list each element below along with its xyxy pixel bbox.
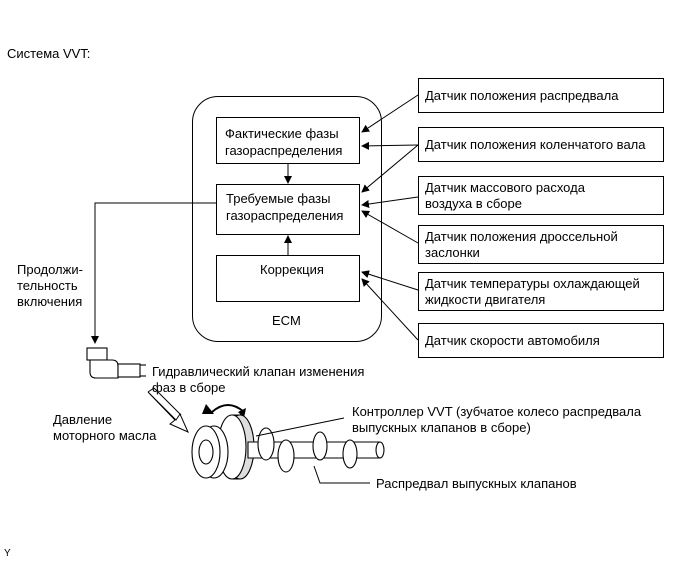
sensor-camshaft-position: Датчик положения распредвала (418, 78, 664, 113)
target-phases-line1: Требуемые фазы (226, 191, 331, 206)
oil-pressure-label-line2: моторного масла (53, 428, 157, 443)
link-crank-to-actual (361, 141, 419, 150)
link-crank-to-target (361, 144, 419, 193)
link-coolant-to-correction (361, 270, 419, 291)
sensor-label: Датчик положения коленчатого вала (425, 136, 646, 152)
valve-label-line1: Гидравлический клапан изменения (152, 364, 365, 379)
sensor-mass-air-flow: Датчик массового расхода воздуха в сборе (418, 176, 664, 215)
actual-phases-box: Фактические фазы газораспределения (216, 117, 360, 164)
correction-label: Коррекция (260, 262, 324, 277)
duty-label-line1: Продолжи- (17, 262, 83, 277)
duty-label-line2: тельность (17, 278, 78, 293)
oil-pressure-arrow-icon (147, 387, 189, 433)
sensor-label: Датчик скорости автомобиля (425, 332, 600, 348)
sensor-label: Датчик температуры охлаждающей (425, 275, 640, 291)
link-camshaft-to-actual (361, 94, 419, 133)
link-throttle-to-target (361, 210, 419, 244)
leader-controller (255, 417, 345, 437)
ecm-label: ECM (272, 313, 301, 328)
corner-mark: Y (4, 548, 11, 559)
camshaft-icon (247, 427, 385, 473)
leader-camshaft (313, 465, 370, 484)
sensor-label: Датчик положения дроссельной (425, 228, 618, 244)
oil-control-valve-icon (86, 347, 146, 379)
actual-phases-line1: Фактические фазы (225, 126, 339, 141)
rotation-arrow-icon (211, 404, 246, 417)
correction-box: Коррекция (216, 255, 360, 302)
ecm-block (192, 96, 382, 342)
sensor-coolant-temperature: Датчик температуры охлаждающей жидкости … (418, 272, 664, 311)
sensor-crankshaft-position: Датчик положения коленчатого вала (418, 127, 664, 162)
actual-phases-line2: газораспределения (225, 143, 343, 158)
valve-label-line2: фаз в сборе (152, 380, 226, 395)
sensor-label: Датчик положения распредвала (425, 87, 619, 103)
target-phases-box: Требуемые фазы газораспределения (216, 184, 360, 235)
sensor-label: жидкости двигателя (425, 291, 546, 307)
sensor-label: заслонки (425, 244, 480, 260)
vvt-controller-icon (191, 414, 255, 480)
sensor-throttle-position: Датчик положения дроссельной заслонки (418, 225, 664, 264)
link-maf-to-target (361, 196, 419, 208)
camshaft-label: Распредвал выпускных клапанов (376, 476, 577, 491)
target-phases-line2: газораспределения (226, 208, 344, 223)
sensor-vehicle-speed: Датчик скорости автомобиля (418, 323, 664, 358)
oil-pressure-label-line1: Давление (53, 412, 113, 427)
diagram-title: Система VVT: (7, 46, 91, 61)
sensor-label: Датчик массового расхода (425, 179, 585, 195)
duty-label-line3: включения (17, 294, 83, 309)
controller-label-line2: выпускных клапанов в сборе) (352, 420, 531, 435)
duty-output-line (91, 202, 216, 344)
link-speed-to-correction (361, 278, 419, 341)
sensor-label: воздуха в сборе (425, 195, 522, 211)
controller-label-line1: Контроллер VVT (зубчатое колесо распредв… (352, 404, 642, 419)
